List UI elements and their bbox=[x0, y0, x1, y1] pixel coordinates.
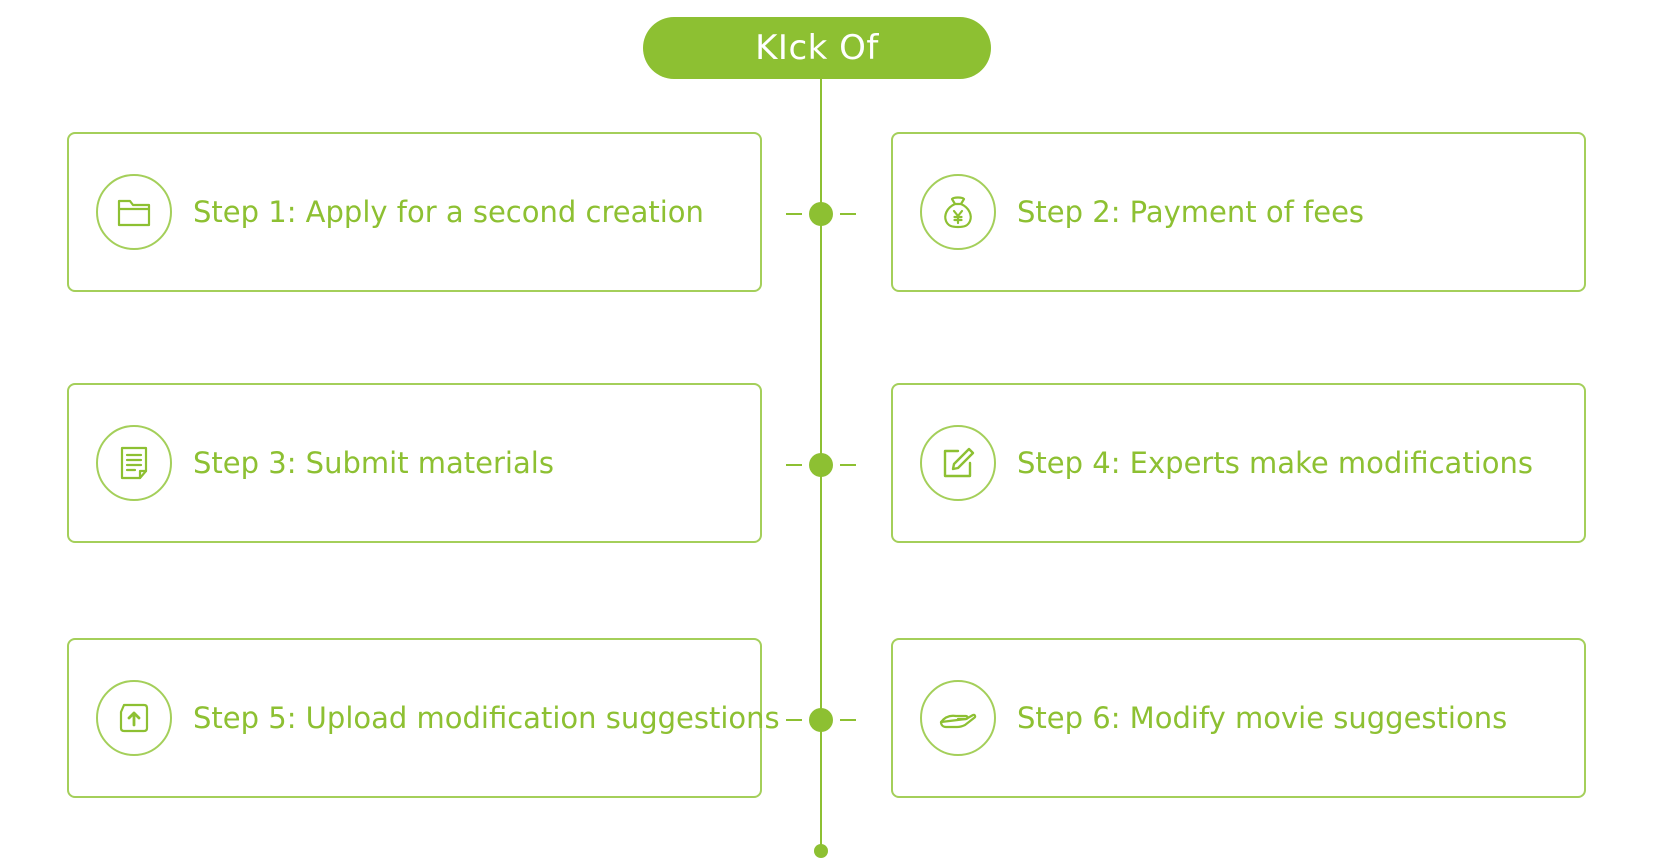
step-label-4: Step 4: Experts make modifications bbox=[1017, 446, 1533, 480]
step-card-5: Step 5: Upload modification suggestions bbox=[67, 638, 780, 798]
edit-icon bbox=[920, 425, 996, 501]
timeline-dash bbox=[840, 464, 856, 466]
step-label-5: Step 5: Upload modification suggestions bbox=[193, 701, 780, 735]
document-icon bbox=[96, 425, 172, 501]
step-label-6: Step 6: Modify movie suggestions bbox=[1017, 701, 1508, 735]
timeline-dash bbox=[786, 213, 802, 215]
timeline-dash bbox=[840, 719, 856, 721]
hand-icon bbox=[920, 680, 996, 756]
step-label-3: Step 3: Submit materials bbox=[193, 446, 554, 480]
step-label-1: Step 1: Apply for a second creation bbox=[193, 195, 704, 229]
folder-icon bbox=[96, 174, 172, 250]
step-card-2: Step 2: Payment of fees bbox=[891, 132, 1586, 292]
timeline-node bbox=[809, 708, 833, 732]
step-card-4: Step 4: Experts make modifications bbox=[891, 383, 1586, 543]
kick-off-header: KIck Of bbox=[643, 17, 991, 79]
timeline-dash bbox=[786, 464, 802, 466]
step-card-6: Step 6: Modify movie suggestions bbox=[891, 638, 1586, 798]
step-card-3: Step 3: Submit materials bbox=[67, 383, 762, 543]
money-bag-icon bbox=[920, 174, 996, 250]
step-card-1: Step 1: Apply for a second creation bbox=[67, 132, 762, 292]
timeline-node bbox=[809, 202, 833, 226]
timeline-dash bbox=[786, 719, 802, 721]
step-label-2: Step 2: Payment of fees bbox=[1017, 195, 1365, 229]
upload-icon bbox=[96, 680, 172, 756]
timeline-node bbox=[809, 453, 833, 477]
kick-off-title: KIck Of bbox=[755, 28, 879, 68]
timeline-end-dot bbox=[814, 844, 828, 858]
timeline-dash bbox=[840, 213, 856, 215]
